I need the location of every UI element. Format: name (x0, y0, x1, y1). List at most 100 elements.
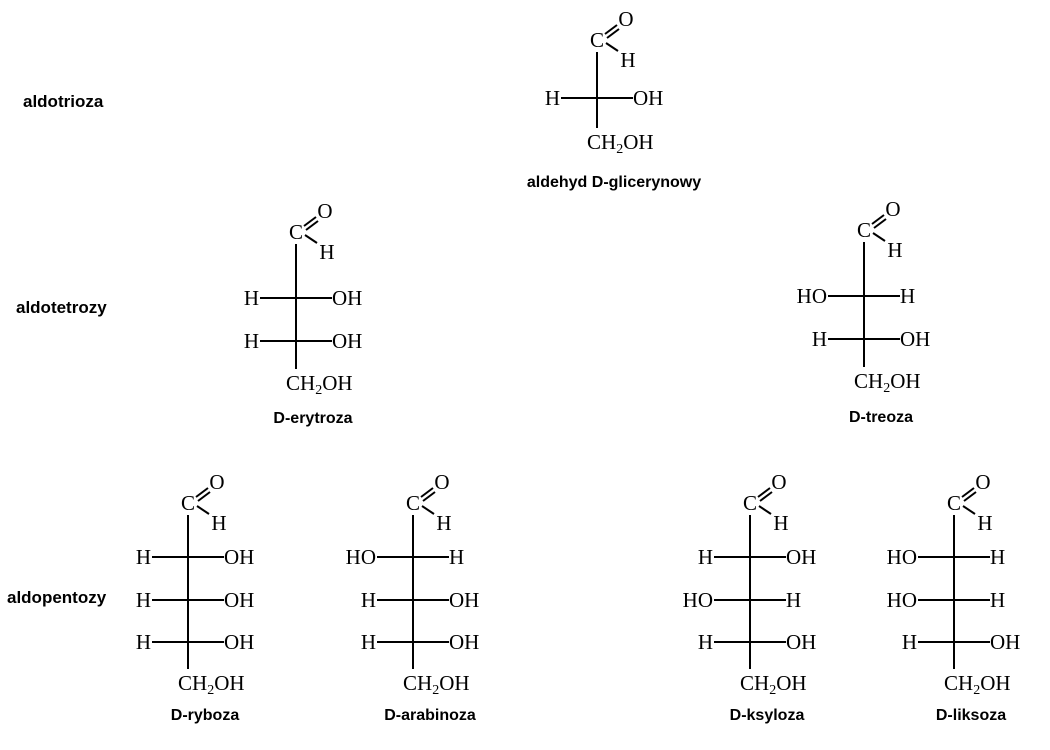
terminal-ch2oh: CH2OH (944, 671, 1011, 698)
carbonyl-carbon: C (181, 491, 195, 515)
double-bond-line (422, 491, 436, 502)
left-substituent: H (698, 630, 713, 654)
terminal-ch2oh: CH2OH (854, 369, 921, 396)
left-substituent: H (136, 588, 151, 612)
molecule-name-label: D-erytroza (273, 410, 352, 427)
right-substituent: H (900, 284, 915, 308)
bond-line (758, 505, 772, 515)
left-substituent: HO (797, 284, 827, 308)
carbonyl-carbon: C (857, 218, 871, 242)
double-bond-line (757, 487, 771, 498)
left-substituent: H (545, 86, 560, 110)
carbonyl-carbon: C (406, 491, 420, 515)
terminal-ch2oh: CH2OH (286, 371, 353, 398)
right-substituent: OH (786, 630, 816, 654)
carbonyl-oxygen: O (317, 199, 332, 223)
left-substituent: HO (683, 588, 713, 612)
category-label-aldotetrozy: aldotetrozy (16, 298, 107, 317)
bond-line (605, 42, 619, 52)
left-substituent: H (698, 545, 713, 569)
left-substituent: HO (887, 588, 917, 612)
left-substituent: HO (887, 545, 917, 569)
left-substituent: H (136, 545, 151, 569)
molecule-name-label: D-treoza (849, 409, 913, 426)
left-substituent: H (902, 630, 917, 654)
bond-line (962, 505, 976, 515)
double-bond-line (759, 491, 773, 502)
aldehyde-hydrogen: H (773, 511, 788, 535)
double-bond-line (303, 216, 317, 227)
category-label-aldopentozy: aldopentozy (7, 588, 107, 607)
right-substituent: OH (449, 588, 479, 612)
aldehyde-hydrogen: H (319, 240, 334, 264)
right-substituent: OH (990, 630, 1020, 654)
aldehyde-hydrogen: H (887, 238, 902, 262)
aldehyde-hydrogen: H (436, 511, 451, 535)
right-substituent: OH (332, 329, 362, 353)
right-substituent: OH (633, 86, 663, 110)
aldehyde-hydrogen: H (211, 511, 226, 535)
right-substituent: H (449, 545, 464, 569)
left-substituent: HO (346, 545, 376, 569)
right-substituent: H (990, 588, 1005, 612)
right-substituent: OH (900, 327, 930, 351)
bond-line (196, 505, 210, 515)
category-label-aldotrioza: aldotrioza (23, 92, 104, 111)
right-substituent: H (786, 588, 801, 612)
molecule-name-label: D-ksyloza (730, 707, 805, 724)
double-bond-line (604, 24, 618, 35)
aldehyde-hydrogen: H (977, 511, 992, 535)
terminal-ch2oh: CH2OH (403, 671, 470, 698)
carbonyl-carbon: C (590, 28, 604, 52)
left-substituent: H (244, 286, 259, 310)
right-substituent: OH (224, 545, 254, 569)
carbonyl-carbon: C (743, 491, 757, 515)
double-bond-line (961, 487, 975, 498)
left-substituent: H (244, 329, 259, 353)
right-substituent: H (990, 545, 1005, 569)
right-substituent: OH (786, 545, 816, 569)
double-bond-line (871, 214, 885, 225)
carbonyl-carbon: C (289, 220, 303, 244)
double-bond-line (197, 491, 211, 502)
left-substituent: H (136, 630, 151, 654)
right-substituent: OH (449, 630, 479, 654)
aldehyde-hydrogen: H (620, 48, 635, 72)
bond-line (872, 232, 886, 242)
bond-line (421, 505, 435, 515)
carbonyl-oxygen: O (618, 7, 633, 31)
left-substituent: H (812, 327, 827, 351)
carbonyl-oxygen: O (209, 470, 224, 494)
terminal-ch2oh: CH2OH (178, 671, 245, 698)
bond-line (304, 234, 318, 244)
molecule-name-label: aldehyd D-glicerynowy (527, 174, 701, 191)
double-bond-line (606, 28, 620, 39)
double-bond-line (873, 218, 887, 229)
molecule-name-label: D-arabinoza (384, 707, 476, 724)
double-bond-line (420, 487, 434, 498)
double-bond-line (195, 487, 209, 498)
molecule-name-label: D-ryboza (171, 707, 240, 724)
carbonyl-oxygen: O (771, 470, 786, 494)
left-substituent: H (361, 588, 376, 612)
double-bond-line (305, 220, 319, 231)
carbonyl-oxygen: O (434, 470, 449, 494)
molecule-name-label: D-liksoza (936, 707, 1006, 724)
carbonyl-oxygen: O (975, 470, 990, 494)
right-substituent: OH (224, 588, 254, 612)
terminal-ch2oh: CH2OH (740, 671, 807, 698)
right-substituent: OH (224, 630, 254, 654)
double-bond-line (963, 491, 977, 502)
terminal-ch2oh: CH2OH (587, 130, 654, 157)
carbonyl-oxygen: O (885, 197, 900, 221)
left-substituent: H (361, 630, 376, 654)
right-substituent: OH (332, 286, 362, 310)
